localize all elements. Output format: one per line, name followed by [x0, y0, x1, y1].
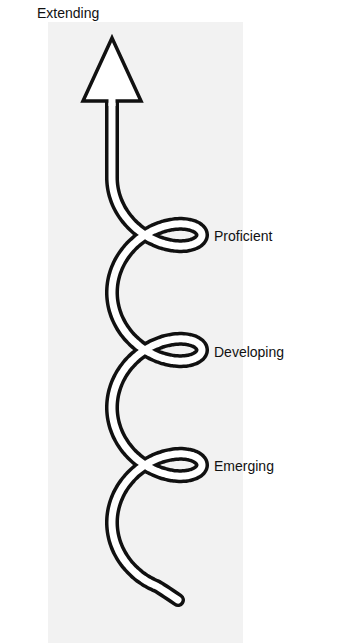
level-label: Proficient: [214, 228, 272, 245]
level-label: Emerging: [214, 458, 274, 475]
arrow-join: [109, 98, 116, 106]
coil-outline: [112, 100, 202, 600]
level-label: Developing: [214, 344, 284, 361]
top-label: Extending: [37, 5, 99, 22]
coil-core: [112, 100, 202, 600]
spiral-coil: [83, 38, 202, 600]
arrow-head: [83, 38, 141, 101]
background-panel: [48, 22, 243, 643]
